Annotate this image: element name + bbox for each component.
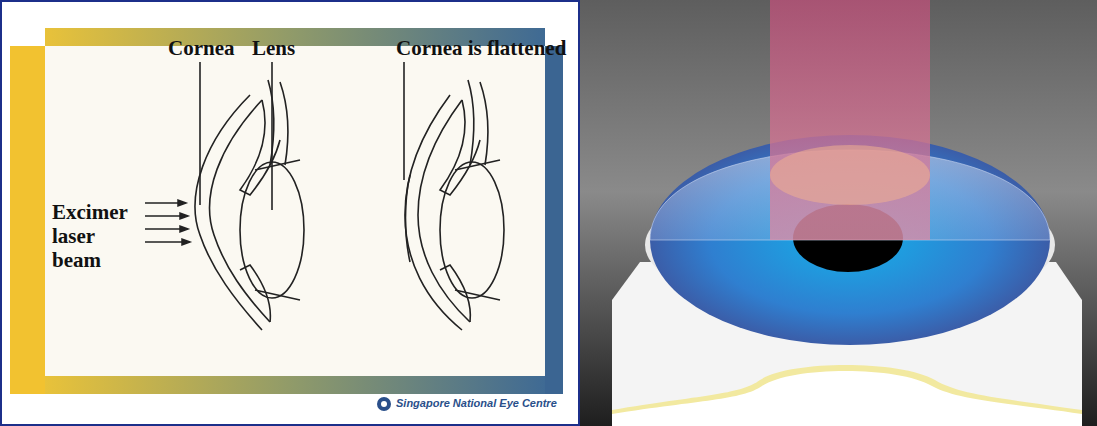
- watermark: Singapore National Eye Centre: [396, 397, 557, 409]
- part-label: Lens: [252, 36, 295, 60]
- beam-label: Excimer laser beam: [52, 200, 132, 272]
- part-label: Cornea is flattened: [396, 36, 566, 60]
- part-label: Cornea: [168, 36, 235, 60]
